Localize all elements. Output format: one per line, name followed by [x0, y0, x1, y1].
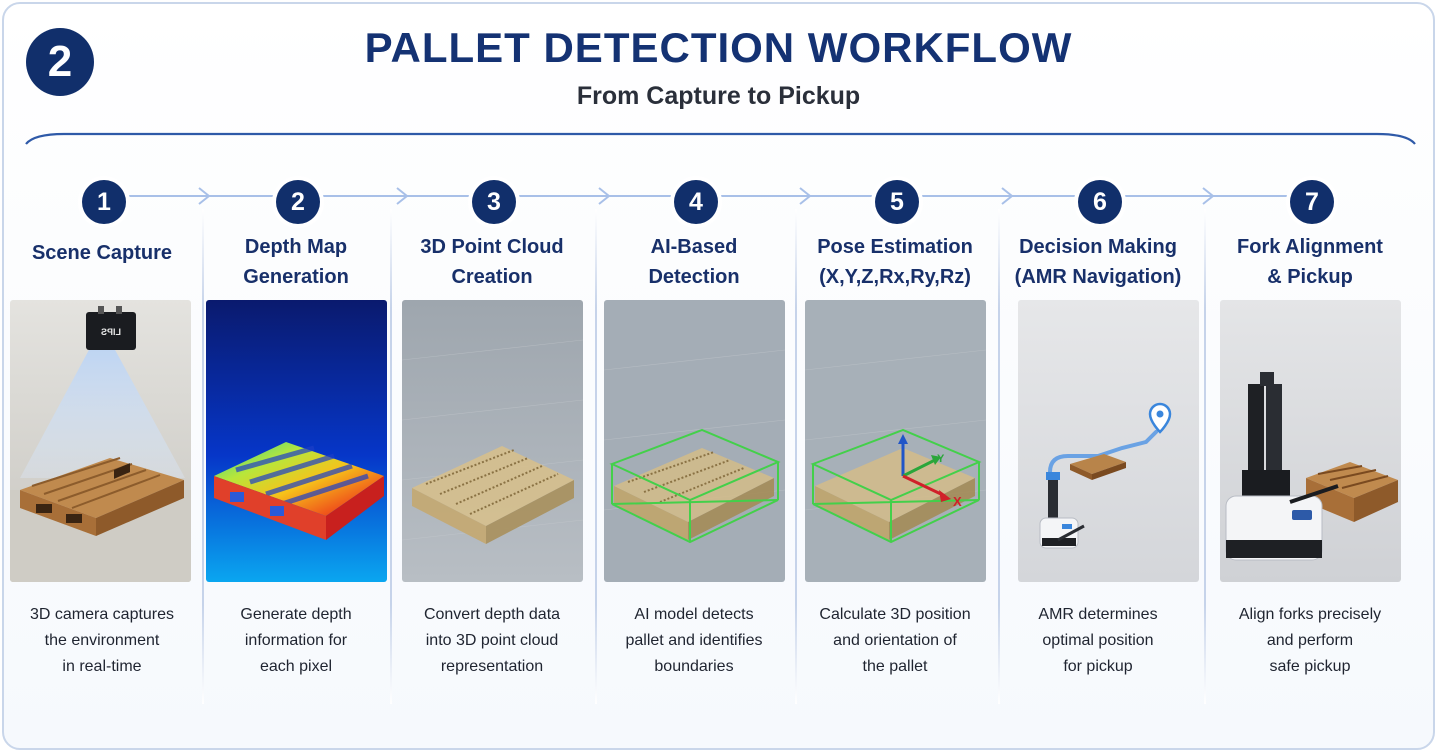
header-divider-arc	[25, 132, 1416, 145]
scene-capture-image: LIPS	[10, 300, 191, 582]
step-number-badge: 7	[1290, 180, 1334, 224]
step-scene-capture: 1 Scene Capture LIPS	[4, 172, 202, 704]
step-number-badge: 3	[472, 180, 516, 224]
section-number-badge: 2	[26, 28, 94, 96]
step-decision-making: 6 Decision Making(AMR Navigation)	[998, 172, 1199, 704]
column-divider	[595, 209, 597, 704]
ai-detection-image	[604, 300, 785, 582]
column-divider	[1204, 209, 1206, 704]
point-cloud-image	[402, 300, 583, 582]
step-number-badge: 5	[875, 180, 919, 224]
pallet-graphic	[1306, 462, 1398, 522]
step-title: Pose Estimation(X,Y,Z,Rx,Ry,Rz)	[817, 236, 973, 288]
page-subtitle: From Capture to Pickup	[576, 82, 861, 110]
map-pin-icon	[1148, 402, 1172, 434]
column-divider	[390, 209, 392, 704]
step-pose-estimation: 5 Pose Estimation(X,Y,Z,Rx,Ry,Rz)	[795, 172, 995, 704]
step-number-badge: 2	[276, 180, 320, 224]
pose-axes	[898, 434, 951, 502]
depth-map-image	[206, 300, 387, 582]
pose-estimation-image: Y X	[805, 300, 986, 582]
column-divider	[202, 209, 204, 704]
amr-robot-graphic	[1039, 472, 1085, 549]
step-title: Fork Alignment& Pickup	[1237, 236, 1383, 288]
pallet-graphic	[20, 457, 184, 536]
axis-x-label: X	[953, 494, 962, 509]
page-title: PALLET DETECTION WORKFLOW	[364, 24, 1073, 71]
step-title: Scene Capture	[31, 242, 173, 264]
axis-y-label: Y	[937, 453, 945, 465]
column-divider	[998, 209, 1000, 704]
step-fork-alignment-pickup: 7 Fork Alignment& Pickup	[1210, 172, 1410, 704]
forklift-robot-graphic	[1225, 372, 1339, 561]
column-divider	[795, 209, 797, 704]
pallet-graphic	[1070, 454, 1126, 480]
amr-navigation-image	[1018, 300, 1199, 582]
step-number-badge: 1	[82, 180, 126, 224]
step-number-badge: 6	[1078, 180, 1122, 224]
fork-pickup-image	[1220, 300, 1401, 582]
detection-bounding-box	[609, 428, 781, 544]
camera-brand-label: LIPS	[101, 327, 121, 337]
step-title: Decision Making(AMR Navigation)	[1014, 236, 1182, 288]
step-number-badge: 4	[674, 180, 718, 224]
